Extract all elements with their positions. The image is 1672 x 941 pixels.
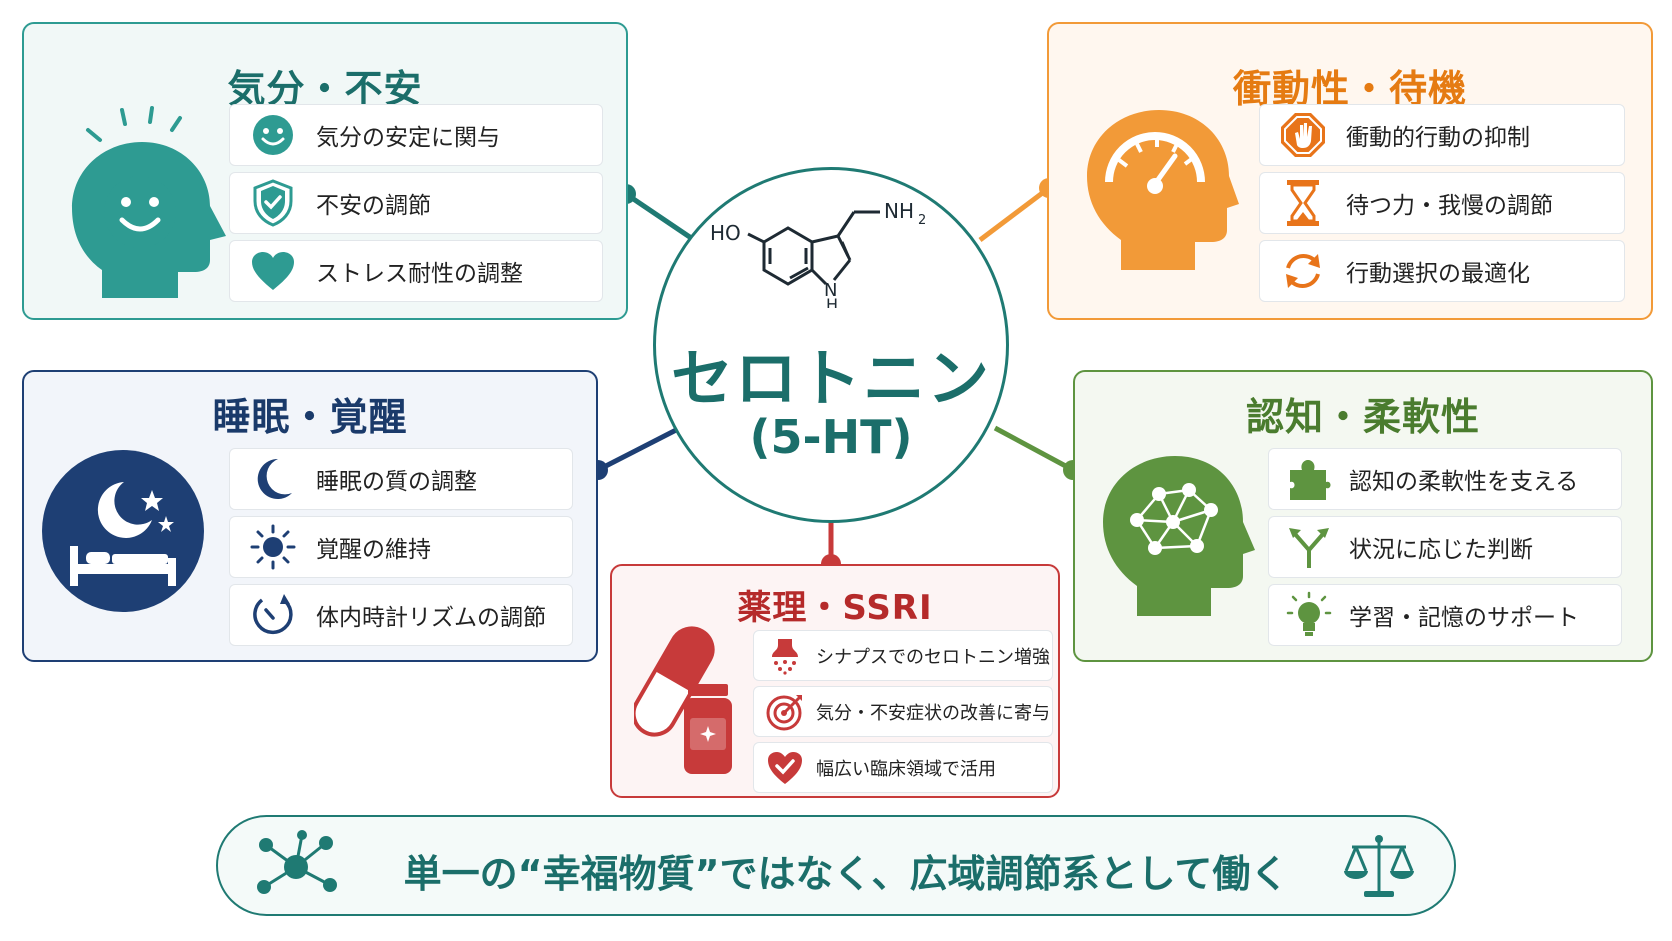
molecule-ho-label: HO bbox=[710, 221, 741, 245]
sleep-items: 睡眠の質の調整 覚醒の維持 体内時計リズムの調節 bbox=[229, 448, 573, 646]
pharmacology-title: 薬理・SSRI bbox=[737, 588, 933, 628]
sleep-wake-card: 睡眠・覚醒 睡眠の質の調整 覚醒の維持 bbox=[22, 370, 598, 662]
puzzle-icon bbox=[1269, 456, 1349, 502]
synapse-icon bbox=[754, 637, 816, 675]
center-abbreviation: (5-HT) bbox=[749, 410, 913, 464]
heart-icon bbox=[230, 250, 316, 292]
target-icon bbox=[754, 693, 816, 731]
list-item: 気分・不安症状の改善に寄与 bbox=[753, 686, 1053, 737]
list-item: 行動選択の最適化 bbox=[1259, 240, 1625, 302]
head-network-icon bbox=[1097, 452, 1257, 646]
item-label: 覚醒の維持 bbox=[316, 537, 431, 563]
item-label: 気分の安定に関与 bbox=[316, 125, 500, 151]
serotonin-molecule-structure: HO NH 2 N H bbox=[708, 198, 968, 314]
list-item: 覚醒の維持 bbox=[229, 516, 573, 578]
pharmacology-ssri-card: 薬理・SSRI シナプスでのセロトニン増強 気分・不安症状の改善に寄与 bbox=[610, 564, 1060, 798]
list-item: シナプスでのセロトニン増強 bbox=[753, 630, 1053, 681]
cognition-flexibility-card: 認知・柔軟性 認知の柔軟性を支える 状況に応じた判断 bbox=[1073, 370, 1653, 662]
list-item: ストレス耐性の調整 bbox=[229, 240, 603, 302]
head-smile-icon bbox=[60, 100, 230, 304]
list-item: 睡眠の質の調整 bbox=[229, 448, 573, 510]
item-label: 学習・記憶のサポート bbox=[1349, 605, 1579, 631]
mood-items: 気分の安定に関与 不安の調節 ストレス耐性の調整 bbox=[229, 104, 603, 302]
shield-check-icon bbox=[230, 179, 316, 227]
center-title: セロトニン bbox=[670, 342, 991, 415]
list-item: 認知の柔軟性を支える bbox=[1268, 448, 1622, 510]
molecule-nh2-subscript: 2 bbox=[918, 213, 926, 228]
item-label: 睡眠の質の調整 bbox=[316, 469, 477, 495]
item-label: ストレス耐性の調整 bbox=[316, 261, 523, 287]
cognition-title: 認知・柔軟性 bbox=[1245, 395, 1480, 439]
item-label: シナプスでのセロトニン増強 bbox=[816, 646, 1050, 668]
heart-check-icon bbox=[754, 750, 816, 786]
item-label: 状況に応じた判断 bbox=[1349, 537, 1533, 563]
mood-anxiety-card: 気分・不安 気分の安定に関与 不安の調節 bbox=[22, 22, 628, 320]
connector-impulse bbox=[978, 186, 1051, 242]
capsule-bottle-icon bbox=[631, 622, 744, 786]
connector-sleep bbox=[596, 425, 682, 473]
hourglass-icon bbox=[1260, 178, 1346, 228]
balance-scale-icon bbox=[1344, 833, 1414, 903]
fork-arrow-icon bbox=[1269, 524, 1349, 570]
moon-icon bbox=[230, 457, 316, 501]
stop-hand-icon bbox=[1260, 111, 1346, 159]
item-label: 待つ力・我慢の調節 bbox=[1346, 193, 1553, 219]
connector-cog bbox=[993, 425, 1075, 473]
sun-icon bbox=[230, 524, 316, 570]
serotonin-hub: HO NH 2 N H セロトニン (5-HT) bbox=[653, 167, 1009, 523]
list-item: 待つ力・我慢の調節 bbox=[1259, 172, 1625, 234]
head-gauge-icon bbox=[1079, 100, 1239, 304]
item-label: 体内時計リズムの調節 bbox=[316, 605, 546, 631]
cycle-icon bbox=[1260, 248, 1346, 294]
mood-title: 気分・不安 bbox=[227, 67, 423, 111]
clock-icon bbox=[230, 592, 316, 638]
item-label: 気分・不安症状の改善に寄与 bbox=[816, 702, 1050, 724]
molecule-nh2-label: NH bbox=[884, 199, 914, 223]
summary-text: 単一の“幸福物質”ではなく、広域調節系として働く bbox=[403, 852, 1289, 896]
list-item: 衝動的行動の抑制 bbox=[1259, 104, 1625, 166]
item-label: 不安の調節 bbox=[316, 193, 431, 219]
moon-bed-icon bbox=[40, 448, 206, 618]
summary-banner: 単一の“幸福物質”ではなく、広域調節系として働く bbox=[216, 815, 1456, 916]
list-item: 体内時計リズムの調節 bbox=[229, 584, 573, 646]
molecule-h-label: H bbox=[826, 295, 838, 308]
item-label: 衝動的行動の抑制 bbox=[1346, 125, 1530, 151]
impulse-waiting-card: 衝動性・待機 衝動的行動の抑制 待つ力・我慢の調節 行動選択の最適化 bbox=[1047, 22, 1653, 320]
list-item: 幅広い臨床領域で活用 bbox=[753, 742, 1053, 793]
network-hub-icon bbox=[254, 829, 338, 909]
item-label: 認知の柔軟性を支える bbox=[1349, 469, 1579, 495]
cognition-items: 認知の柔軟性を支える 状況に応じた判断 学習・記憶のサポート bbox=[1268, 448, 1622, 646]
lightbulb-icon bbox=[1269, 591, 1349, 639]
impulse-title: 衝動性・待機 bbox=[1232, 67, 1467, 111]
impulse-items: 衝動的行動の抑制 待つ力・我慢の調節 行動選択の最適化 bbox=[1259, 104, 1625, 302]
item-label: 行動選択の最適化 bbox=[1346, 261, 1530, 287]
pharmacology-items: シナプスでのセロトニン増強 気分・不安症状の改善に寄与 幅広い臨床領域で活用 bbox=[753, 630, 1053, 793]
molecule-n-label: N bbox=[824, 280, 837, 301]
item-label: 幅広い臨床領域で活用 bbox=[816, 758, 996, 780]
list-item: 状況に応じた判断 bbox=[1268, 516, 1622, 578]
list-item: 気分の安定に関与 bbox=[229, 104, 603, 166]
list-item: 学習・記憶のサポート bbox=[1268, 584, 1622, 646]
smile-icon bbox=[230, 113, 316, 157]
list-item: 不安の調節 bbox=[229, 172, 603, 234]
sleep-title: 睡眠・覚醒 bbox=[212, 395, 408, 439]
